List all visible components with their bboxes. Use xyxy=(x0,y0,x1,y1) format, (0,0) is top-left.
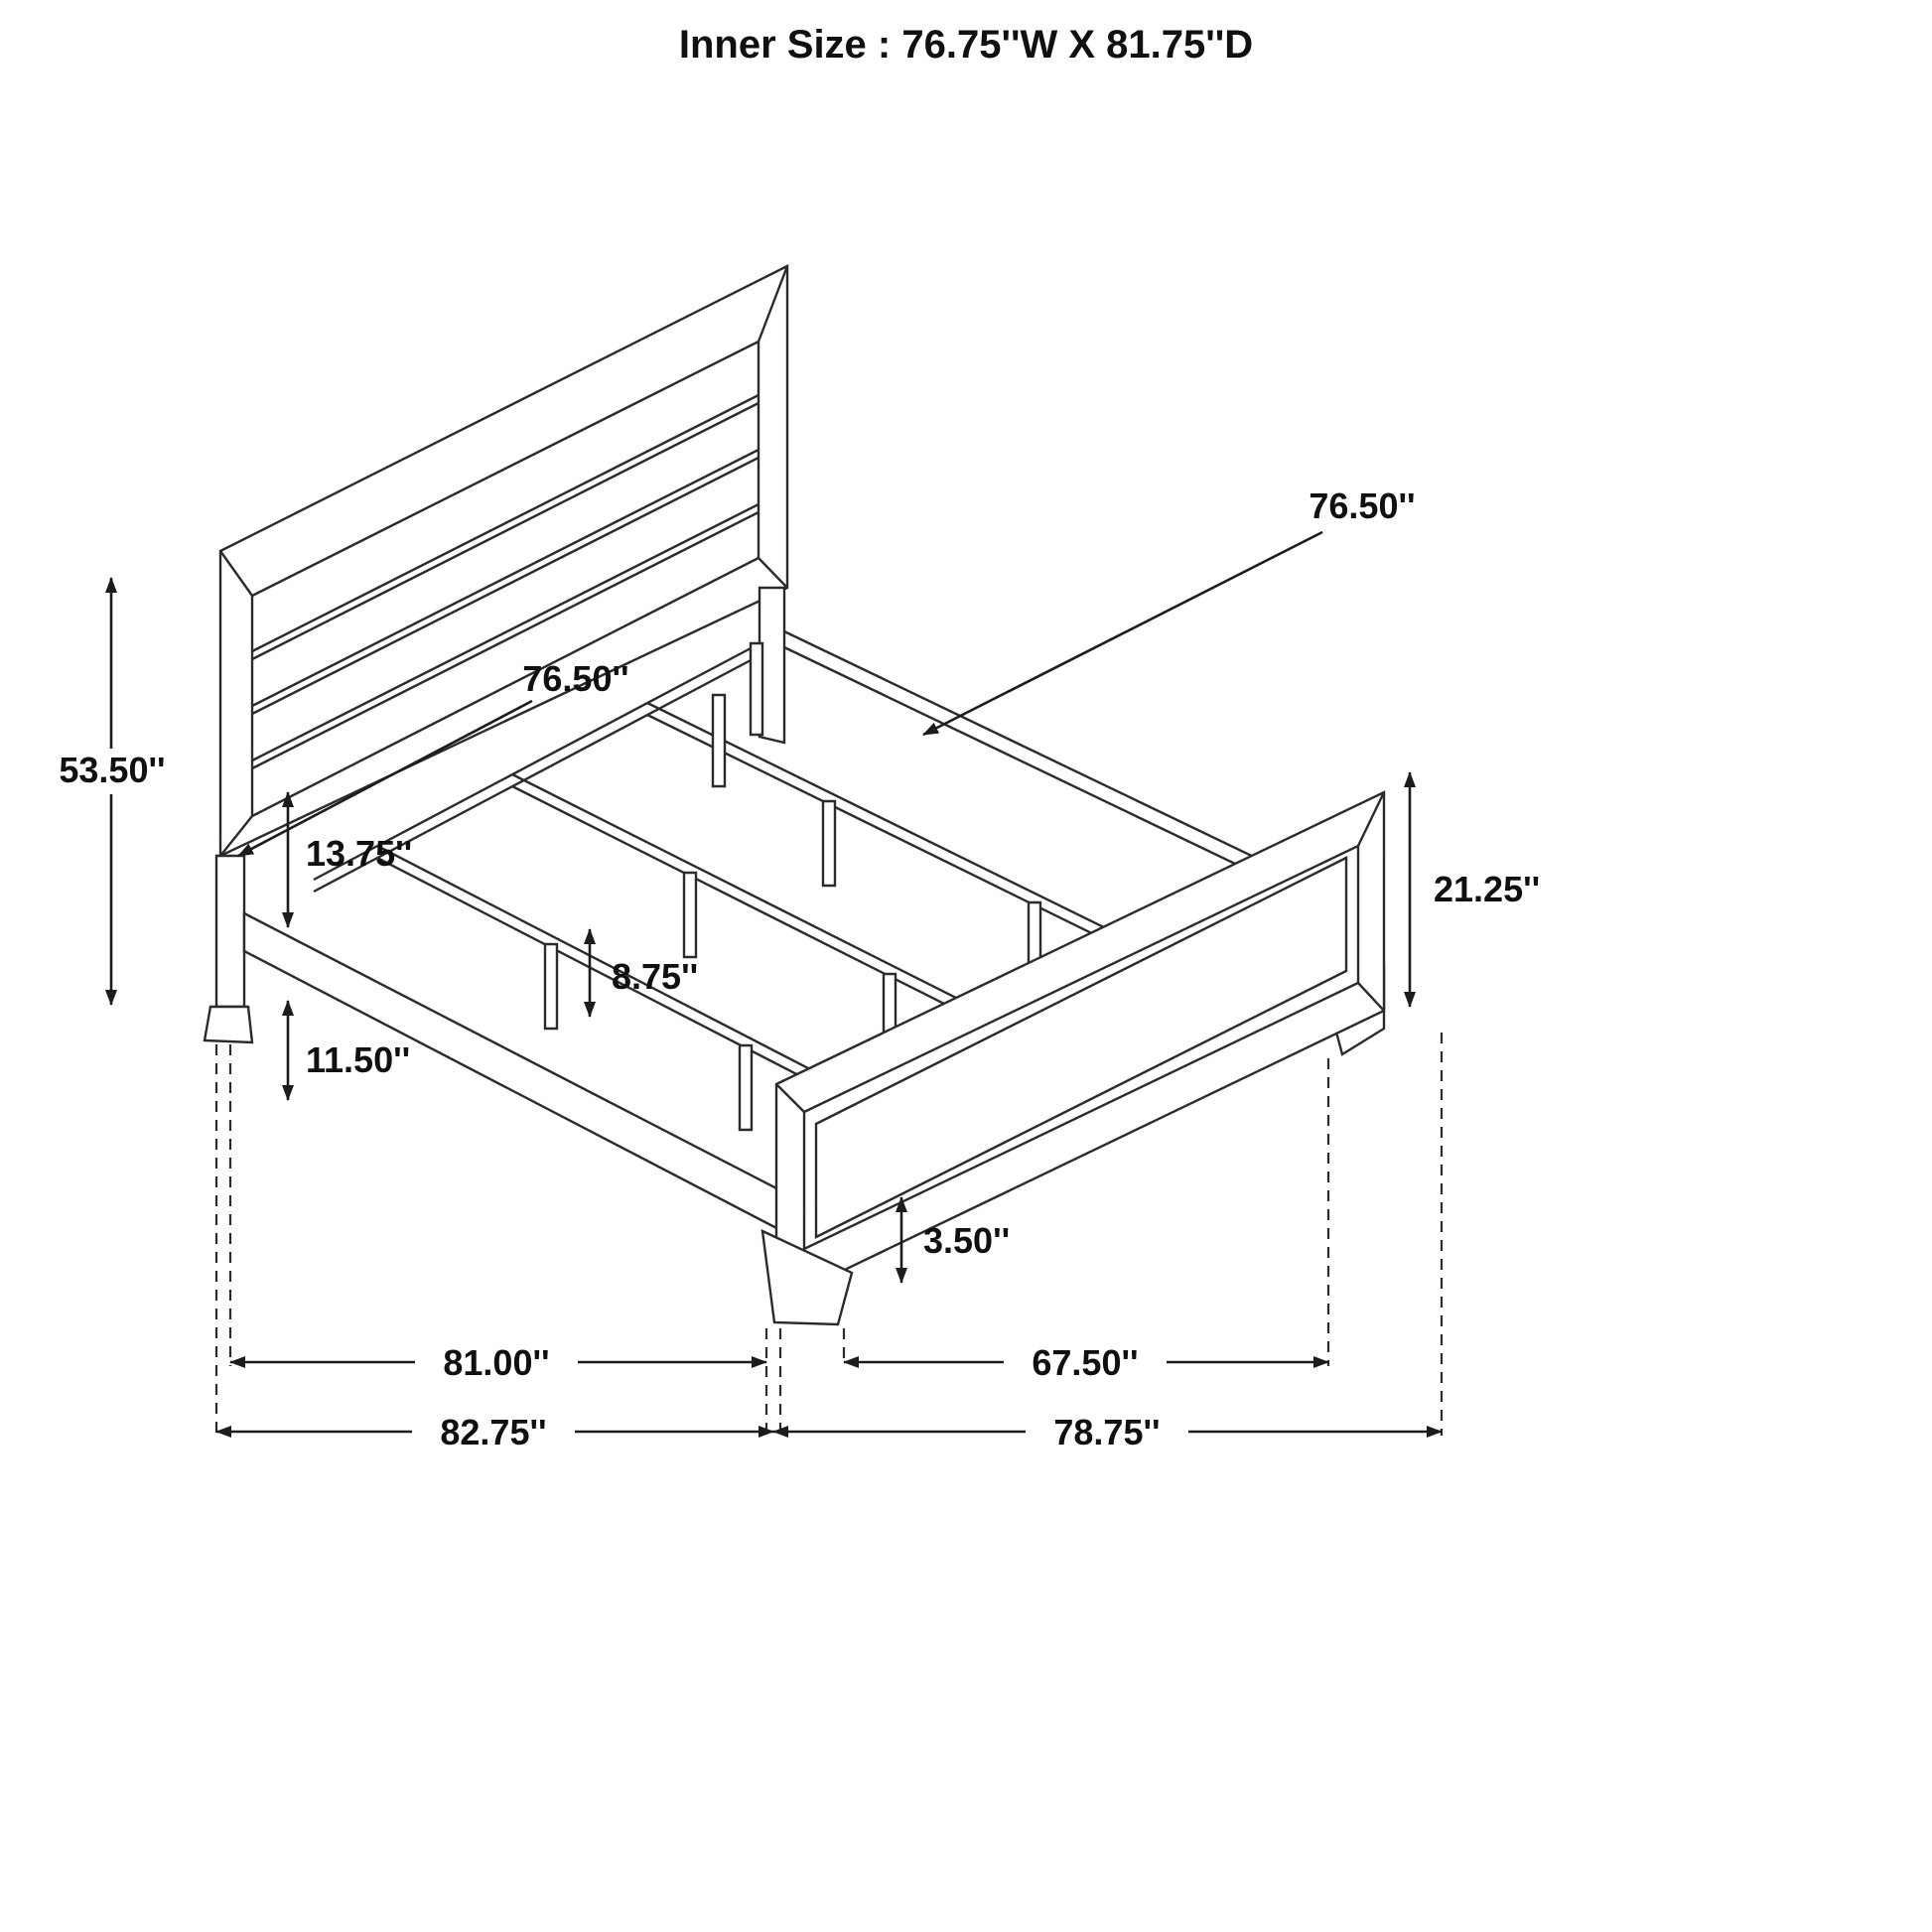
dim-label-side-rail-far: 76.50'' xyxy=(1309,485,1415,526)
dim-label-panel-to-rail: 13.75'' xyxy=(306,833,412,874)
rails-group xyxy=(242,629,1385,1233)
leader-lines-group: 76.50'' 76.50'' xyxy=(237,485,1416,858)
dimension-lines-group: 53.50'' 13.75'' 11.50'' 8.75'' 21.25'' 3… xyxy=(36,577,1540,1455)
dim-label-footboard-inner: 67.50'' xyxy=(1032,1342,1138,1383)
headboard-group xyxy=(203,264,789,1044)
headboard-outer-frame xyxy=(218,264,789,858)
footboard-panel xyxy=(814,856,1348,1239)
dim-label-footboard-outer: 78.75'' xyxy=(1053,1412,1160,1452)
dim-label-headboard-height: 53.50'' xyxy=(59,750,165,790)
headboard-hanger-post xyxy=(749,641,764,737)
footboard-outer-frame xyxy=(774,790,1386,1305)
support-leg xyxy=(821,799,837,888)
dim-label-foot-height: 3.50'' xyxy=(923,1220,1010,1261)
footboard-near-foot xyxy=(760,1228,854,1326)
dim-label-side-rail-near: 76.50'' xyxy=(522,658,628,699)
headboard-left-post xyxy=(214,854,246,1009)
dim-label-rail-height: 11.50'' xyxy=(306,1039,410,1080)
support-leg xyxy=(543,942,559,1031)
extension-lines-group xyxy=(214,1033,1444,1436)
support-leg xyxy=(738,1043,754,1132)
footboard-group xyxy=(760,790,1386,1326)
headboard-slats xyxy=(251,393,759,770)
diagram-title: Inner Size : 76.75''W X 81.75''D xyxy=(679,23,1253,67)
support-leg xyxy=(682,871,698,959)
dim-label-leg-height: 8.75'' xyxy=(612,956,698,997)
headboard-hanger-post xyxy=(711,693,727,788)
headboard-cleat xyxy=(313,645,754,882)
headboard-left-foot xyxy=(203,1005,254,1044)
dim-label-inner-length: 81.00'' xyxy=(443,1342,549,1383)
dim-label-outer-length: 82.75'' xyxy=(440,1412,546,1452)
dim-label-footboard-height: 21.25'' xyxy=(1434,869,1540,909)
